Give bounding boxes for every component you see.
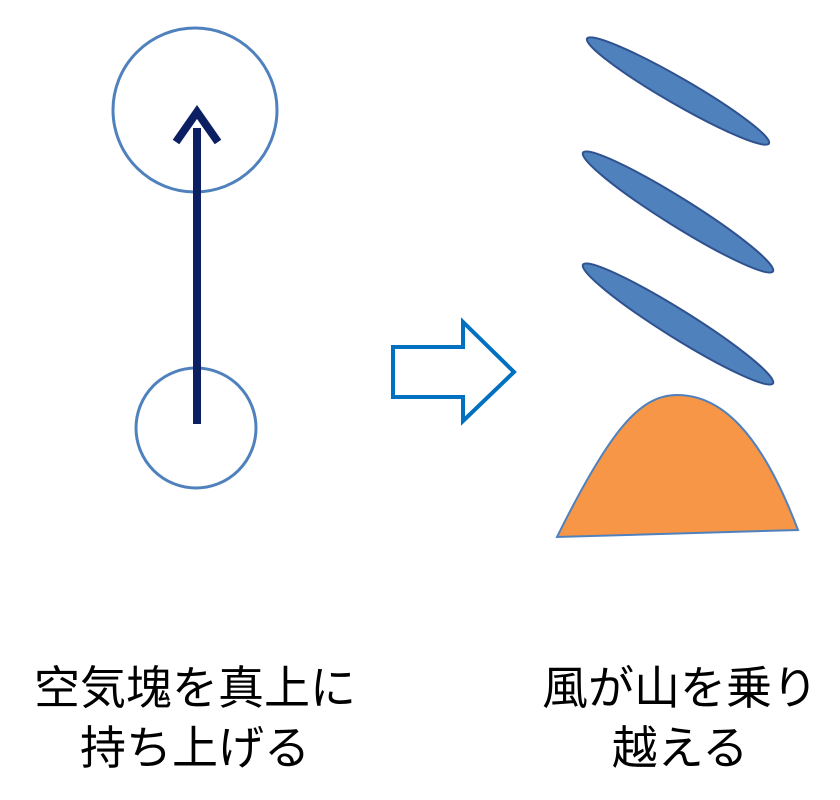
- right-caption-line2: 越える: [611, 721, 749, 775]
- left-caption-line1: 空気塊を真上に: [34, 661, 356, 715]
- transition-arrow: [391, 317, 517, 426]
- right-caption: 風が山を乗り 越える: [520, 658, 840, 778]
- lenticular-cloud-bottom: [581, 262, 775, 386]
- right-arrow-outline-icon: [391, 317, 517, 426]
- left-caption: 空気塊を真上に 持ち上げる: [0, 658, 390, 778]
- lenticular-cloud-middle: [581, 150, 775, 274]
- lenticular-cloud-top: [585, 36, 771, 146]
- lift-arrow-head-icon: [172, 105, 222, 145]
- left-caption-line2: 持ち上げる: [80, 721, 310, 775]
- right-caption-line1: 風が山を乗り: [542, 661, 818, 715]
- mountain-shape: [555, 393, 800, 539]
- wind-over-mountain-illustration: [555, 36, 800, 539]
- air-parcel-lift-illustration: [111, 26, 279, 490]
